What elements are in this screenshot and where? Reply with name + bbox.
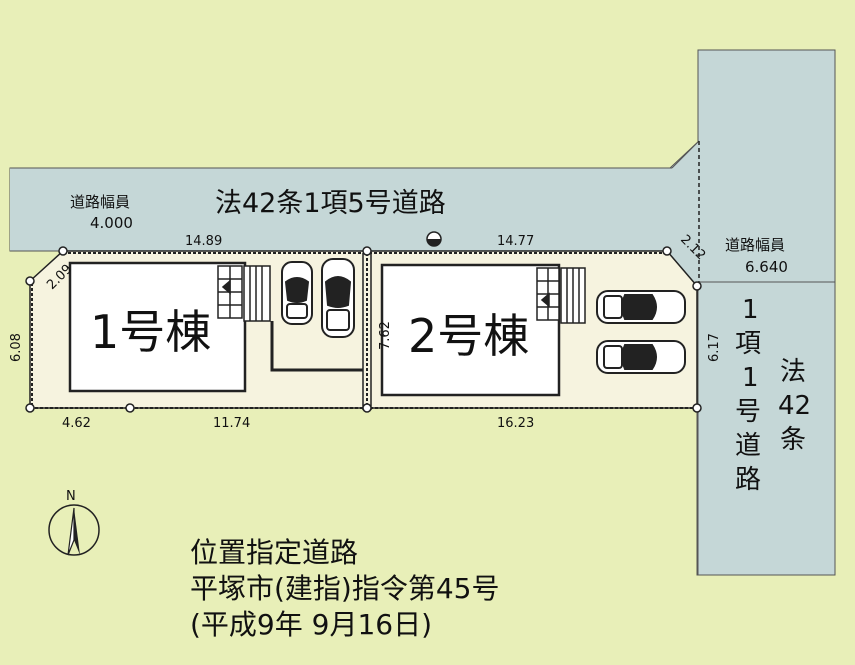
- svg-text:42: 42: [778, 391, 811, 421]
- right-road-name-right: 法 42 条: [778, 357, 811, 455]
- entrance-steps-1: [217, 265, 271, 322]
- dim-left-side: 6.08: [9, 333, 24, 362]
- building-2: [380, 263, 561, 397]
- compass-icon: N: [48, 489, 100, 556]
- svg-text:路: 路: [735, 465, 761, 495]
- top-road-width-value: 4.000: [90, 214, 133, 232]
- svg-text:条: 条: [780, 425, 806, 455]
- note-line-2: 平塚市(建指)指令第45号: [190, 572, 499, 605]
- boundary-markers: [25, 246, 702, 413]
- note-line-1: 位置指定道路: [190, 536, 358, 569]
- right-road-name-left: 1 項 1 号 道 路: [735, 295, 761, 495]
- svg-text:号: 号: [735, 397, 761, 427]
- right-road-width-value: 6.640: [745, 258, 788, 276]
- building-2-label: 2号棟: [408, 309, 529, 363]
- car-icon: [281, 261, 313, 325]
- entrance-steps-2: [536, 267, 586, 324]
- svg-text:項: 項: [735, 329, 761, 359]
- car-icon: [321, 258, 355, 338]
- dim-bottom-b: 11.74: [213, 416, 250, 431]
- top-road-width-label: 道路幅員: [70, 193, 130, 211]
- building-1-label: 1号棟: [90, 305, 211, 359]
- dim-top-right: 14.77: [497, 234, 534, 249]
- car-icon: [596, 340, 686, 374]
- driveway-outline-1: [270, 321, 363, 372]
- lot-divider: [362, 253, 372, 410]
- dim-right-side: 6.17: [707, 333, 722, 362]
- svg-text:道: 道: [735, 431, 761, 461]
- building-1: [68, 261, 247, 393]
- top-road-surface: [10, 141, 699, 283]
- note-line-3: (平成9年 9月16日): [190, 608, 432, 641]
- dim-middle-depth: 7.62: [378, 321, 393, 350]
- compass-north-label: N: [66, 489, 76, 504]
- car-icon: [596, 290, 686, 324]
- dim-bottom-a: 4.62: [62, 416, 91, 431]
- right-road: [697, 49, 836, 576]
- top-road-name: 法42条1項5号道路: [215, 188, 446, 219]
- right-road-width-label: 道路幅員: [725, 236, 785, 254]
- svg-text:法: 法: [780, 357, 806, 387]
- dim-top-left: 14.89: [185, 234, 222, 249]
- svg-text:1: 1: [742, 363, 759, 393]
- lot-boundary-dashed: [30, 252, 697, 409]
- svg-text:1: 1: [742, 295, 759, 325]
- dim-bottom-c: 16.23: [497, 416, 534, 431]
- manhole-icon: [426, 231, 442, 247]
